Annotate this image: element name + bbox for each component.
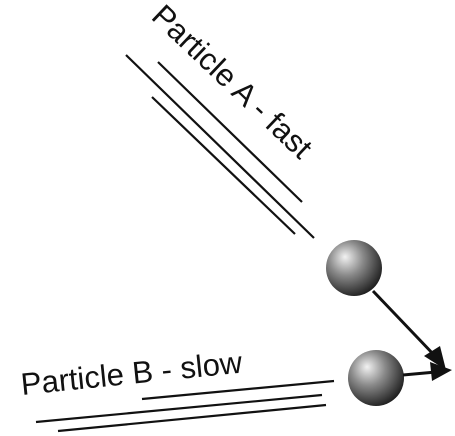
particle-b-trail bbox=[35, 379, 335, 433]
particle-b-trail-line-1 bbox=[141, 379, 335, 401]
particle-b-velocity-arrow bbox=[402, 362, 452, 381]
particle-a-trail-line-1 bbox=[125, 54, 315, 239]
particle-a-sphere bbox=[326, 240, 382, 296]
particle-b-sphere bbox=[348, 350, 404, 406]
particle-a-trail-line-2 bbox=[157, 61, 303, 203]
particle-a-label: Particle A - fast bbox=[145, 0, 319, 166]
particle-b-trail-line-3 bbox=[57, 403, 327, 433]
particle-a-trail-line-3 bbox=[151, 96, 296, 235]
particle-a-trail bbox=[125, 54, 315, 239]
particle-b-trail-line-2 bbox=[35, 393, 323, 424]
particle-a-velocity-arrow bbox=[371, 289, 446, 370]
